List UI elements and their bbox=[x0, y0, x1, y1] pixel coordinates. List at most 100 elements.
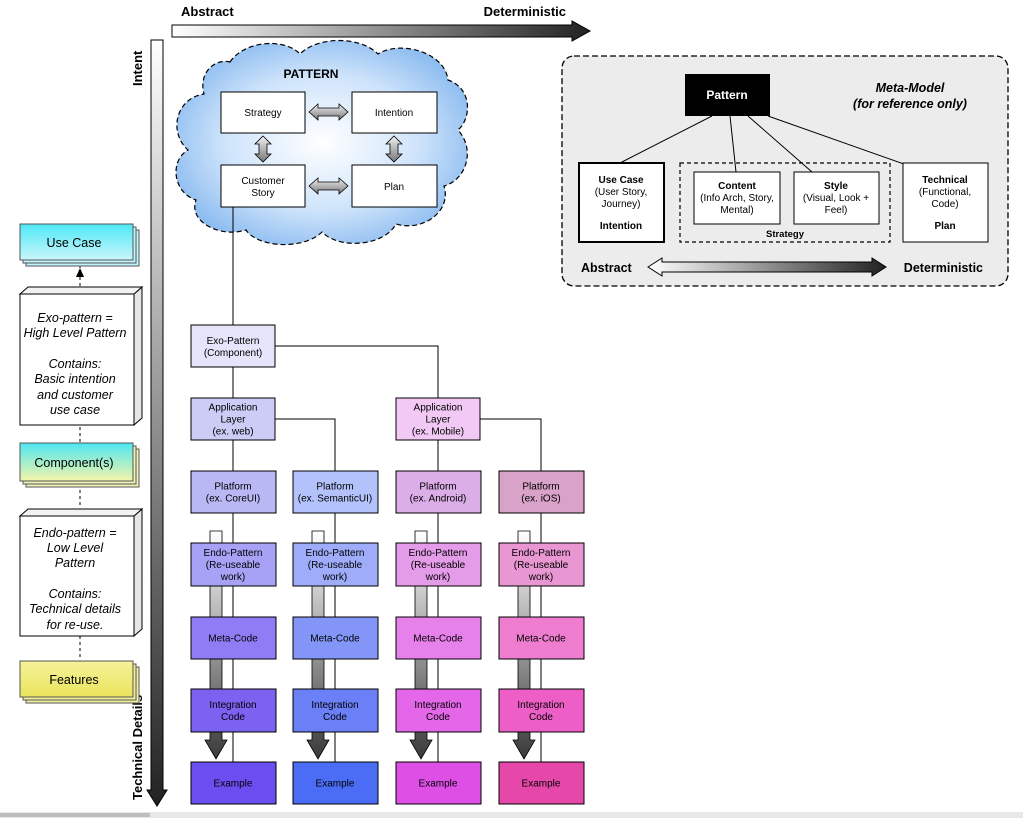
meta-style-title: Style bbox=[824, 181, 848, 192]
column-2-platform-line-1: Platform bbox=[316, 482, 353, 493]
meta-model-frame bbox=[561, 55, 1009, 287]
legend-component-label: Component(s) bbox=[34, 456, 113, 470]
column-4-endo-line-2: (Re-useable bbox=[514, 560, 569, 571]
strategy-story-double-arrow bbox=[254, 135, 272, 163]
svg-text:use case: use case bbox=[50, 403, 100, 417]
svg-text:Exo-pattern =: Exo-pattern = bbox=[37, 311, 112, 325]
column-4: Platform(ex. iOS)Endo-Pattern(Re-useable… bbox=[498, 470, 585, 805]
meta-content-sub-2: Mental) bbox=[720, 205, 753, 216]
application-layer-2-line-3: (ex. Mobile) bbox=[412, 427, 464, 438]
column-3-example-node bbox=[395, 761, 482, 805]
legend-endo-text: Endo-pattern = Low Level Pattern Contain… bbox=[29, 526, 121, 632]
exo-pattern-node bbox=[190, 324, 276, 368]
column-3-meta-node bbox=[395, 616, 482, 660]
column-1-integration-line-2: Code bbox=[221, 712, 245, 723]
legend-features-label: Features bbox=[49, 673, 98, 687]
legend-endo-pattern-box bbox=[19, 515, 135, 637]
column-4-meta-node bbox=[498, 616, 585, 660]
meta-model-panel: Meta-Model (for reference only) Pattern … bbox=[561, 55, 1009, 287]
customer-story-label-1: Customer bbox=[241, 176, 285, 187]
column-2-meta-node bbox=[292, 616, 379, 660]
top-axis: Abstract Deterministic bbox=[171, 4, 592, 42]
meta-pattern-label: Pattern bbox=[706, 88, 747, 102]
bottom-scroll-track[interactable] bbox=[0, 812, 1023, 818]
application-layer-2-line-2: Layer bbox=[425, 415, 451, 426]
pattern-cloud: PATTERN Strategy Intention Customer Stor… bbox=[175, 39, 469, 246]
column-2-integration-line-1: Integration bbox=[311, 700, 358, 711]
column-1-platform-line-2: (ex. CoreUI) bbox=[206, 494, 260, 505]
application-layer-1-line-2: Layer bbox=[220, 415, 246, 426]
application-layer-2-line-1: Application bbox=[414, 403, 463, 414]
meta-axis-deterministic: Deterministic bbox=[904, 261, 983, 275]
column-1-endo-node bbox=[190, 542, 277, 587]
meta-style-sub-2: Feel) bbox=[825, 205, 848, 216]
meta-style-box bbox=[793, 171, 880, 225]
column-1-integration-line-1: Integration bbox=[209, 700, 256, 711]
svg-text:Contains:: Contains: bbox=[49, 357, 102, 371]
meta-content-box bbox=[693, 171, 781, 225]
column-3-endo-line-1: Endo-Pattern bbox=[409, 548, 468, 559]
column-3-integration-node bbox=[395, 688, 482, 733]
vertical-axis-intent-label: Intent bbox=[130, 50, 145, 86]
legend-component-box bbox=[19, 442, 134, 482]
exo-pattern-label-1: Exo-Pattern bbox=[207, 336, 260, 347]
column-2-endo-line-1: Endo-Pattern bbox=[306, 548, 365, 559]
svg-text:Pattern: Pattern bbox=[55, 556, 95, 570]
intention-plan-double-arrow bbox=[385, 135, 403, 163]
application-layer-1-line-3: (ex. web) bbox=[212, 427, 253, 438]
meta-use-case-sub-2: Journey) bbox=[602, 199, 641, 210]
meta-technical-sub-2: Code) bbox=[931, 199, 958, 210]
bottom-scroll-thumb[interactable] bbox=[0, 813, 150, 817]
meta-model-title-2: (for reference only) bbox=[853, 97, 967, 111]
column-4-integration-line-2: Code bbox=[529, 712, 553, 723]
column-1: Platform(ex. CoreUI)Endo-Pattern(Re-usea… bbox=[190, 470, 277, 805]
column-3-endo-node bbox=[395, 542, 482, 587]
meta-content-title: Content bbox=[718, 181, 756, 192]
strategy-label: Strategy bbox=[244, 108, 281, 119]
meta-technical-title: Technical bbox=[922, 175, 968, 186]
intention-label: Intention bbox=[375, 108, 413, 119]
application-layer-node-1 bbox=[190, 397, 276, 441]
svg-text:High Level Pattern: High Level Pattern bbox=[24, 326, 127, 340]
column-3-endo-line-2: (Re-useable bbox=[411, 560, 466, 571]
meta-axis-abstract: Abstract bbox=[581, 261, 633, 275]
meta-use-case-box bbox=[578, 162, 665, 243]
column-4-platform-node bbox=[498, 470, 585, 514]
top-axis-deterministic-label: Deterministic bbox=[484, 4, 566, 19]
column-4-integration-line-1: Integration bbox=[517, 700, 564, 711]
meta-model-title-1: Meta-Model bbox=[876, 81, 945, 95]
column-1-endo-line-2: (Re-useable bbox=[206, 560, 261, 571]
column-3-endo-line-3: work) bbox=[425, 572, 450, 583]
technology-columns: Platform(ex. CoreUI)Endo-Pattern(Re-usea… bbox=[190, 470, 585, 805]
meta-technical-plan: Plan bbox=[934, 221, 955, 232]
column-2-meta-label: Meta-Code bbox=[310, 634, 360, 645]
application-layer-1-line-1: Application bbox=[209, 403, 258, 414]
svg-text:and customer: and customer bbox=[37, 388, 114, 402]
column-3-example-label: Example bbox=[419, 779, 458, 790]
column-2-integration-line-2: Code bbox=[323, 712, 347, 723]
column-1-endo-line-3: work) bbox=[220, 572, 245, 583]
column-2-platform-node bbox=[292, 470, 379, 514]
meta-use-case-sub-1: (User Story, bbox=[595, 187, 648, 198]
column-4-endo-line-3: work) bbox=[528, 572, 553, 583]
svg-text:Endo-pattern =: Endo-pattern = bbox=[33, 526, 116, 540]
pattern-cloud-title: PATTERN bbox=[284, 67, 339, 81]
story-plan-double-arrow bbox=[308, 177, 349, 195]
svg-text:Technical details: Technical details bbox=[29, 602, 121, 616]
application-layer-node-2 bbox=[395, 397, 481, 441]
column-4-integration-node bbox=[498, 688, 585, 733]
meta-style-sub-1: (Visual, Look + bbox=[803, 193, 869, 204]
meta-content-sub-1: (Info Arch, Story, bbox=[700, 193, 774, 204]
column-4-platform-line-2: (ex. iOS) bbox=[521, 494, 560, 505]
svg-text:Low Level: Low Level bbox=[47, 541, 105, 555]
column-2-example-label: Example bbox=[316, 779, 355, 790]
column-1-integration-node bbox=[190, 688, 277, 733]
svg-text:Contains:: Contains: bbox=[49, 587, 102, 601]
tree-connectors bbox=[232, 207, 542, 471]
column-3-platform-node bbox=[395, 470, 482, 514]
meta-use-case-title: Use Case bbox=[598, 175, 643, 186]
column-1-meta-node bbox=[190, 616, 277, 660]
intention-box bbox=[351, 91, 438, 134]
column-3-platform-line-2: (ex. Android) bbox=[410, 494, 467, 505]
